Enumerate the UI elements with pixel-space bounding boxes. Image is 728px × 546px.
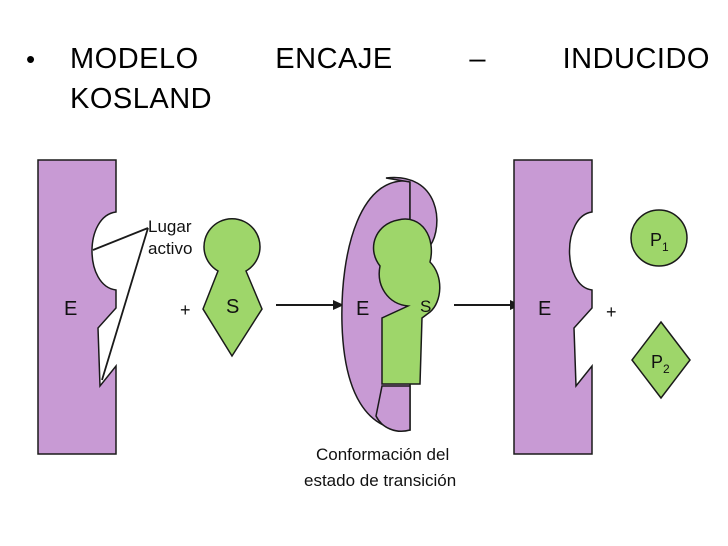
enzyme-label-left: E <box>64 298 77 320</box>
product-1-label: P1 <box>650 230 669 254</box>
title-first-line: MODELO ENCAJE – INDUCIDO <box>70 40 710 78</box>
title-word-4: INDUCIDO <box>562 43 710 75</box>
product-2-label: P2 <box>651 352 670 376</box>
substrate-bound <box>372 218 441 385</box>
product-2-shape <box>631 320 691 400</box>
active-site-label-1: Lugar <box>148 217 192 236</box>
title-word-1: MODELO <box>70 43 199 75</box>
substrate-label: S <box>226 296 239 318</box>
title-word-3: – <box>469 43 486 75</box>
transition-caption-line-1: Conformación del <box>316 445 449 464</box>
product-1-shape <box>630 209 688 267</box>
bullet-point: • <box>26 44 36 74</box>
plus-sign-2: + <box>606 302 617 322</box>
title-word-2: ENCAJE <box>275 43 393 75</box>
enzyme-label-right: E <box>538 298 551 320</box>
plus-sign-1: + <box>180 300 191 320</box>
active-site-label-2: activo <box>148 239 192 258</box>
enzyme-label-transition: E <box>356 298 369 320</box>
enzyme-shape-left <box>37 159 117 455</box>
title-second-line: KOSLAND <box>70 83 213 115</box>
substrate-label-bound: S <box>420 297 431 316</box>
active-site-pointer <box>92 227 149 381</box>
transition-caption-line-2: estado de transición <box>304 471 456 490</box>
enzyme-shape-right <box>513 159 593 455</box>
substrate-shape <box>202 218 263 358</box>
